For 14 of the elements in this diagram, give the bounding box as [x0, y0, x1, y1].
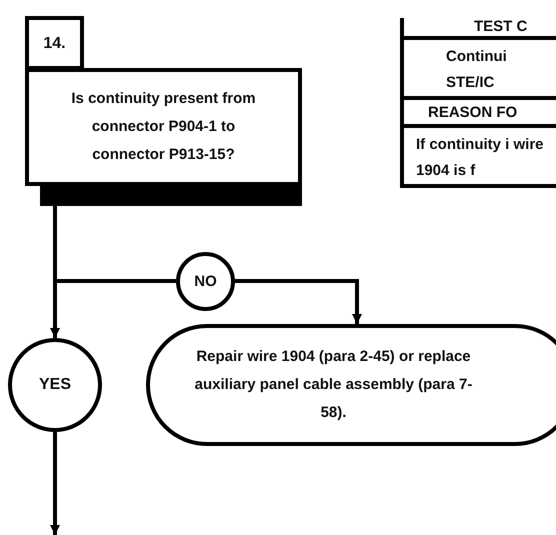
arrow: [235, 279, 362, 324]
process-box: [25, 16, 84, 70]
table-text: REASON FO: [428, 103, 518, 123]
step-number: 14.: [43, 34, 66, 54]
step-text: Is continuity present from connector P904-1 to connector P913-15?: [70, 89, 257, 165]
table-text: If continuity i wire 1904 is f: [416, 135, 545, 181]
answer-label: NO: [194, 272, 217, 292]
answer-label: YES: [38, 375, 71, 395]
decision-box: [25, 68, 302, 186]
arrow: [50, 432, 60, 535]
table-text: Continui STE/IC: [446, 47, 508, 93]
step-text: Repair wire 1904 (para 2-45) or replace auxiliary panel cable assembly (para 7-58).: [194, 347, 474, 423]
table-text: TEST C: [474, 18, 528, 36]
terminator-box: [146, 324, 556, 446]
